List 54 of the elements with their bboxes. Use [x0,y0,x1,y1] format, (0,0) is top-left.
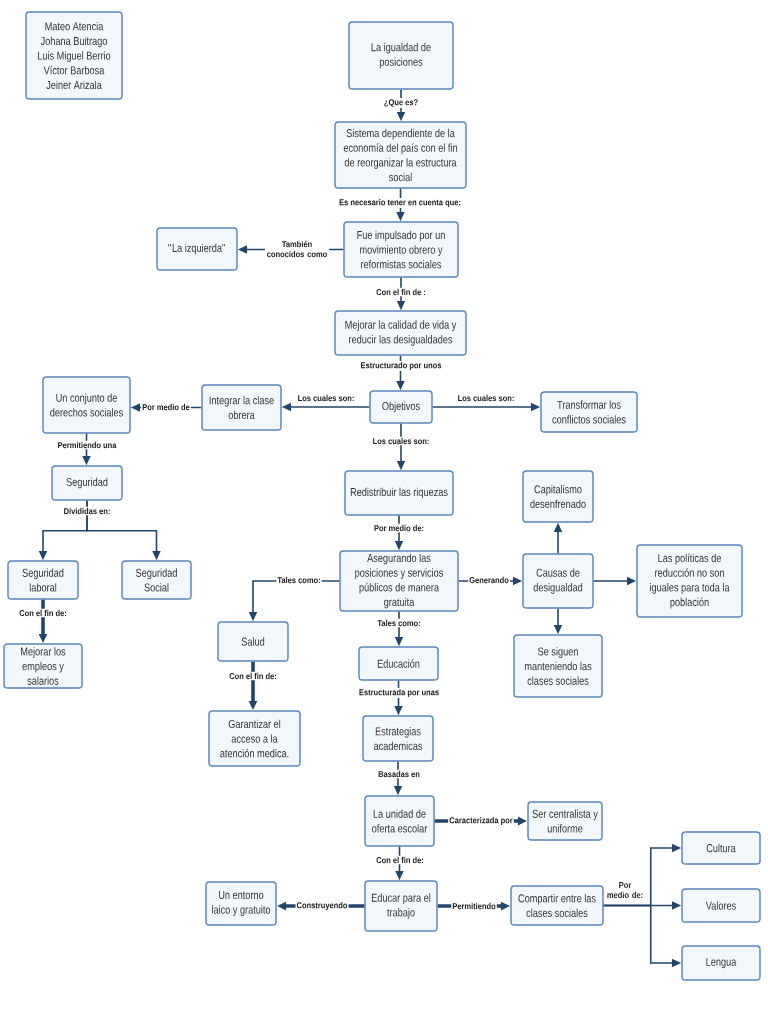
concept-box: Educar para el trabajo [364,880,438,932]
edge-label: Es necesario tener en cuenta que: [338,197,462,209]
edge-label: Por medio de: [372,523,426,533]
edge-label: Con el fin de : [375,287,427,297]
edge-label: Los cuales son: [456,393,516,403]
concept-box: Transformar los conflictos sociales [540,391,638,433]
concept-box: Valores [681,888,761,923]
concept-box: "La izquierda" [156,227,238,271]
concept-box: Lengua [681,945,761,981]
concept-box: Educación [358,646,439,681]
concept-box: Mejorar la calidad de vida y reducir las desigualdades [334,310,467,356]
concept-box: Redistribuir las riquezas [344,470,454,516]
concept-box: Estrategias academicas [362,715,434,762]
edge-label: Permitiendo una [56,440,118,450]
concept-box: Sistema dependiente de la economía del país con el fin de reorganizar la estructura social [334,121,467,189]
edge-label: Tales como: [276,575,322,585]
edge-label: Los cuales son: [296,393,356,403]
concept-box: Mejorar los empleos y salarios [3,643,83,689]
edge-label: Con el fin de: [18,608,68,618]
concept-box: La igualdad de posiciones [348,21,454,90]
edge-label: Basadas en [377,769,421,779]
edge-label: Con el fin de: [375,855,425,865]
concept-box: Compartir entre las clases sociales [510,885,604,926]
edge-label: Construyendo [295,900,349,912]
concept-box: Causas de desigualdad [522,553,594,609]
concept-box: Ser centralista y uniforme [527,801,603,841]
concept-box: Un conjunto de derechos sociales [42,376,131,434]
concept-box: Objetivos [369,390,433,424]
edge-label: Tales como: [376,618,422,628]
edge-label: Permitiendo [451,901,497,911]
edge-label: Generando [468,575,510,585]
concept-box: Asegurando las posiciones y servicios públicos de manera gratuita [339,550,459,612]
edge-label: Estructurado por unos [359,360,443,372]
edge-label: Por medio de [141,402,191,412]
edge-label: Caracterizada por [448,815,514,827]
concept-box: Integrar la clase obrera [201,384,282,431]
concept-box: Cultura [681,831,761,865]
edge-label: Estructurada por unas [357,687,441,699]
edge-label: Divididas en: [62,506,112,516]
concept-box: Salud [217,621,289,662]
concept-box: Las políticas de reducción no son iguales para toda la población [636,544,743,618]
concept-box: Fue impulsado por un movimiento obrero y reformistas sociales [343,221,459,278]
concept-box: Seguridad Social [121,560,192,600]
edge-label: ¿Que es? [382,98,420,108]
edge-label: Los cuales son: [371,436,431,446]
concept-box: Seguridad laboral [7,560,79,600]
edge-label: Con el fin de: [228,671,278,681]
concept-box: Capitalismo desenfrenado [522,470,594,523]
concept-box: Garantizar el acceso a la atención medica. [208,710,301,767]
concept-box: La unidad de oferta escolar [364,795,435,847]
name-list-box: Mateo Atencia Johana Buitrago Luis Miguel Berrio Víctor Barbosa Jeiner Arizala [25,11,123,100]
concept-box: Seguridad [51,465,123,501]
concept-box: Se siguen manteniendo las clases sociales [513,634,603,698]
concept-box: Un entorno laico y gratuito [205,881,277,926]
